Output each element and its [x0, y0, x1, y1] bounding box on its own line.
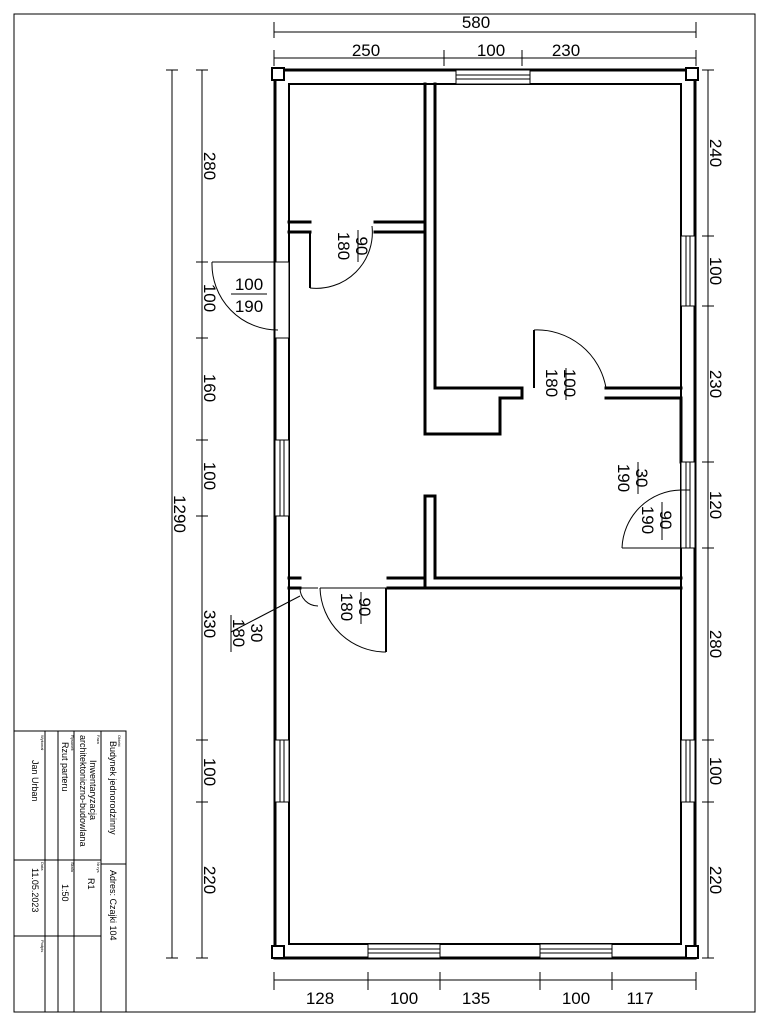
doors [211, 225, 690, 653]
top-total-dim: 580 [462, 13, 490, 32]
opening-fraction-bars [230, 230, 663, 652]
bottom-dim-1: 128 [306, 989, 334, 1008]
bottom-dim-4: 100 [562, 989, 590, 1008]
left-dim-1: 280 [200, 152, 219, 180]
drawing-number: R1 [86, 878, 96, 890]
sign-label: Podpis [40, 940, 45, 952]
opening-labels: 90 180 100 190 100 180 90 190 30 190 90 … [229, 232, 675, 647]
date-value: 11.05.2023 [30, 868, 40, 912]
door-upper-left-width: 90 [352, 237, 371, 256]
right-small-width: 30 [632, 469, 651, 488]
title-block: Obiekt Budynek jednorodzinny Adres: Czaj… [13, 730, 127, 1013]
dimension-labels: 580 250 100 230 1290 280 100 160 100 330… [170, 13, 725, 1008]
top-dim-2: 100 [477, 41, 505, 60]
door-middle-width: 100 [560, 369, 579, 397]
left-dim-4: 100 [200, 462, 219, 490]
door-lower-width: 90 [355, 598, 374, 617]
door-right-width: 90 [656, 511, 675, 530]
left-dim-2: 100 [200, 284, 219, 312]
left-opening-width: 100 [235, 275, 263, 294]
dimension-lines [166, 22, 714, 990]
left-dim-5: 330 [200, 610, 219, 638]
top-dim-1: 250 [352, 41, 380, 60]
right-dim-2: 100 [706, 257, 725, 285]
object-label: Obiekt [117, 735, 122, 747]
scale-value: 1:50 [60, 884, 70, 902]
outer-wall-outline [273, 68, 697, 960]
entry-lower-width: 30 [247, 624, 266, 643]
right-dim-3: 230 [706, 370, 725, 398]
number-label: Nr rys [96, 862, 101, 873]
phase-line-2: architektoniczno-budowlana [78, 735, 88, 847]
author-name: Jan Urban [30, 760, 40, 802]
entry-lower-height: 180 [229, 619, 248, 647]
phase-label: Faza [96, 735, 101, 745]
right-dim-7: 220 [706, 866, 725, 894]
drawing-label: Rysunek [70, 735, 75, 751]
bottom-dim-2: 100 [390, 989, 418, 1008]
phase-line-1: Inwentaryzacja [88, 760, 98, 820]
door-lower-height: 180 [337, 593, 356, 621]
door-upper-left-height: 180 [334, 232, 353, 260]
left-opening-height: 190 [235, 297, 263, 316]
bottom-dim-3: 135 [462, 989, 490, 1008]
scale-label: Skala [70, 862, 75, 873]
address: Adres: Czajki 104 [108, 870, 118, 941]
right-dim-6: 100 [706, 757, 725, 785]
top-dim-3: 230 [552, 41, 580, 60]
windows [274, 69, 696, 959]
left-dim-6: 100 [200, 758, 219, 786]
author-label: Wykonał [40, 735, 45, 750]
door-right-height: 190 [638, 506, 657, 534]
drawing-name: Rzut parteru [60, 742, 70, 792]
right-dim-4: 120 [706, 491, 725, 519]
date-label: Data [40, 862, 45, 871]
inner-wall-outline [288, 83, 682, 945]
right-dim-1: 240 [706, 139, 725, 167]
left-total-dim: 1290 [170, 495, 189, 533]
bottom-dim-5: 117 [626, 989, 653, 1008]
left-dim-7: 220 [200, 866, 219, 894]
door-middle-height: 180 [542, 369, 561, 397]
left-dim-3: 160 [200, 374, 219, 402]
right-small-height: 190 [614, 464, 633, 492]
right-dim-5: 280 [706, 630, 725, 658]
sheet-frame [13, 13, 756, 1013]
object-name: Budynek jednorodzinny [108, 741, 118, 835]
